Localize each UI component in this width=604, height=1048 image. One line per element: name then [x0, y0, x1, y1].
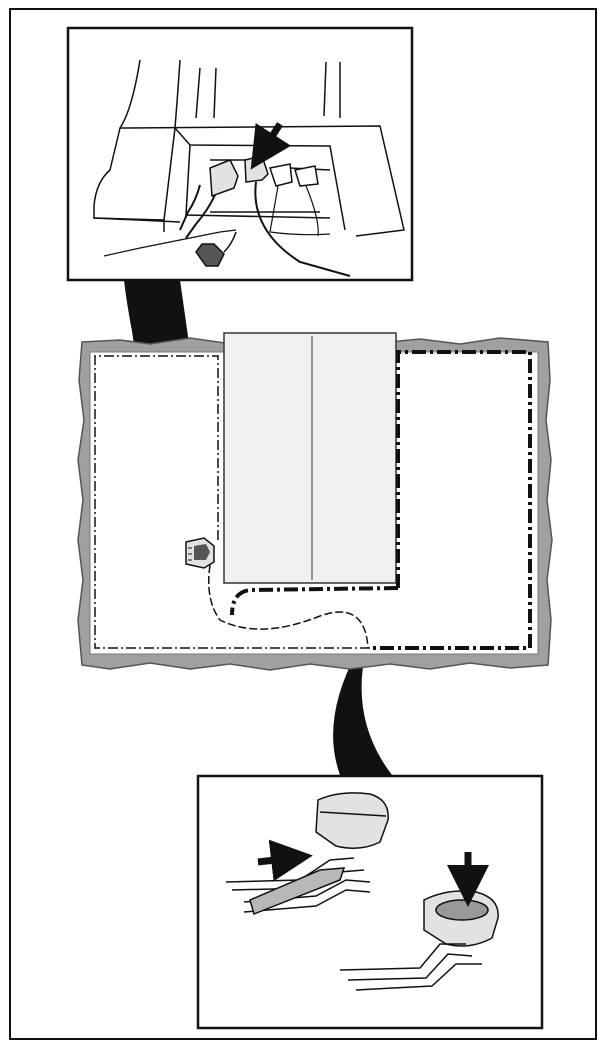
callout-bottom: [333, 650, 392, 775]
panel-bottom: [196, 774, 544, 1030]
charging-station-plug-icon: [93, 59, 405, 277]
boundary-wire-return: [230, 586, 399, 616]
building: [223, 332, 397, 584]
lawn-area: [77, 332, 553, 671]
connection-cable: [208, 564, 369, 649]
arrow-right-icon: [257, 839, 313, 882]
panel-top: [66, 26, 414, 282]
boundary-wire: [372, 350, 532, 650]
arrow-down-icon: [250, 122, 292, 170]
charging-station-icon: [185, 537, 215, 569]
guide-wire: [94, 355, 370, 649]
